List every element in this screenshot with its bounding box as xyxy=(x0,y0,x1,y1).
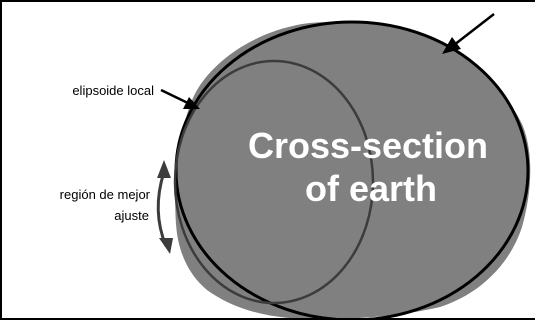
cross-section-title-line1: Cross-section xyxy=(248,125,488,166)
label-local-ellipsoid: elipsoide local xyxy=(72,83,154,98)
local-ellipsoid xyxy=(173,59,375,305)
double-arrow-icon xyxy=(156,160,173,254)
cross-section-title-line2: of earth xyxy=(305,168,437,209)
arrow-icon xyxy=(442,13,495,54)
earth-cross-section xyxy=(175,21,531,318)
arrow-icon xyxy=(160,88,200,109)
label-best-fit-line2: ajuste xyxy=(114,208,149,223)
label-best-fit-line1: región de mejor xyxy=(60,187,151,202)
